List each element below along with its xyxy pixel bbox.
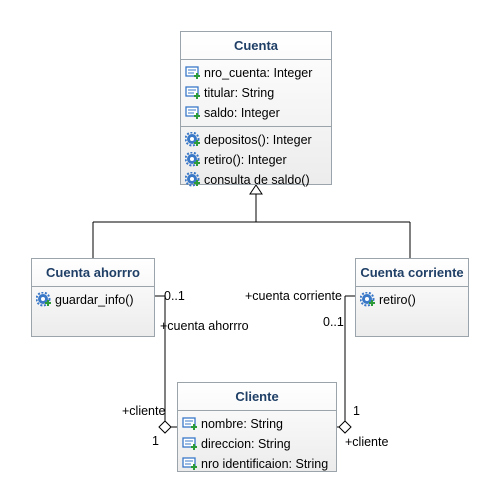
multiplicity-corriente: 0..1 [323, 315, 344, 329]
attribute-icon [182, 437, 198, 451]
attribute-row[interactable]: nombre: String [182, 414, 336, 434]
role-cliente-right: +cliente [345, 435, 389, 449]
operation-row[interactable]: retiro(): Integer [185, 150, 331, 170]
generalization-lines [92, 194, 411, 258]
attribute-text: nombre: String [201, 417, 283, 431]
class-title: Cuenta corriente [356, 259, 468, 287]
operation-text: retiro() [379, 293, 416, 307]
operation-gear-icon [185, 152, 201, 167]
class-cuenta-corriente[interactable]: Cuenta corriente retiro() [355, 258, 469, 337]
association-corriente-cliente [344, 295, 355, 421]
operation-text: consulta de saldo() [204, 173, 310, 187]
attribute-row[interactable]: nro identificaion: String [182, 454, 336, 474]
attribute-icon [185, 106, 201, 120]
multiplicity-ahorro: 0..1 [164, 289, 185, 303]
attribute-text: saldo: Integer [204, 106, 280, 120]
attribute-text: titular: String [204, 86, 275, 100]
operation-text: depositos(): Integer [204, 133, 312, 147]
attribute-icon [185, 66, 201, 80]
multiplicity-cliente-right: 1 [353, 404, 360, 418]
operation-gear-icon [185, 132, 201, 147]
aggregation-diamond-left [158, 420, 172, 434]
operations-compartment: retiro() [356, 287, 468, 313]
attribute-icon [185, 86, 201, 100]
attribute-icon [182, 417, 198, 431]
operation-row[interactable]: consulta de saldo() [185, 170, 331, 190]
attribute-text: nro_cuenta: Integer [204, 66, 313, 80]
operation-row[interactable]: depositos(): Integer [185, 130, 331, 150]
operation-gear-icon [185, 172, 201, 187]
association-ahorro-cliente [155, 295, 166, 421]
class-cuenta[interactable]: Cuenta nro_cuenta: Integer titular: Stri… [180, 31, 332, 187]
operation-gear-icon [360, 292, 376, 307]
generalization-arrowhead [249, 184, 263, 195]
attributes-compartment: nro_cuenta: Integer titular: String sald… [181, 60, 331, 126]
attribute-row[interactable]: nro_cuenta: Integer [185, 63, 331, 83]
class-title: Cuenta [181, 32, 331, 60]
attribute-text: nro identificaion: String [201, 457, 329, 471]
multiplicity-cliente-left: 1 [152, 434, 159, 448]
attribute-row[interactable]: titular: String [185, 83, 331, 103]
operation-text: guardar_info() [55, 293, 134, 307]
operations-compartment: guardar_info() [32, 287, 154, 313]
class-title: Cliente [178, 383, 336, 411]
class-title: Cuenta ahorrro [32, 259, 154, 287]
operation-text: retiro(): Integer [204, 153, 287, 167]
class-cuenta-ahorro[interactable]: Cuenta ahorrro guardar_info() [31, 258, 155, 337]
operation-gear-icon [36, 292, 52, 307]
operations-compartment: depositos(): Integer retiro(): Integer c… [181, 126, 331, 193]
class-cliente[interactable]: Cliente nombre: String direccion: String… [177, 382, 337, 472]
operation-row[interactable]: retiro() [360, 290, 468, 310]
role-cliente-left: +cliente [122, 404, 166, 418]
attribute-row[interactable]: direccion: String [182, 434, 336, 454]
attribute-text: direccion: String [201, 437, 291, 451]
operation-row[interactable]: guardar_info() [36, 290, 154, 310]
role-cuenta-ahorro: +cuenta ahorrro [160, 319, 249, 333]
attribute-icon [182, 457, 198, 471]
role-cuenta-corriente: +cuenta corriente [245, 289, 342, 303]
attributes-compartment: nombre: String direccion: String nro ide… [178, 411, 336, 477]
aggregation-diamond-right [338, 420, 352, 434]
attribute-row[interactable]: saldo: Integer [185, 103, 331, 123]
